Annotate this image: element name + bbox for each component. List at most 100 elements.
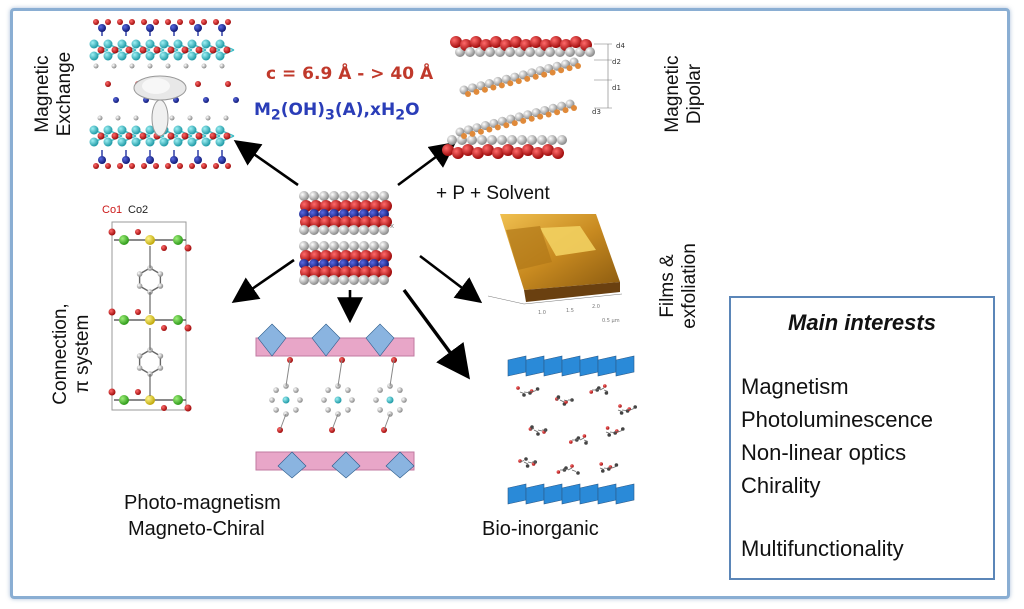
atom — [619, 411, 624, 415]
hydrogen-atom — [309, 275, 319, 285]
hydrogen-atom — [309, 241, 319, 251]
bond — [613, 431, 619, 433]
metal-atom — [117, 39, 127, 49]
bond — [579, 437, 585, 441]
hydrogen-atom — [165, 63, 171, 69]
oxygen-atom — [310, 266, 322, 278]
atom — [621, 427, 625, 431]
oxygen-atom — [380, 216, 392, 228]
bond — [595, 388, 601, 391]
atom — [604, 391, 609, 395]
carbon-atom — [503, 122, 510, 129]
oxygen-atom — [530, 36, 542, 48]
oxygen-atom — [360, 216, 372, 228]
bond — [563, 399, 569, 402]
hydrogen-atom — [299, 241, 309, 251]
carbon-atom — [397, 387, 403, 393]
metal-atom — [517, 135, 527, 145]
atom — [516, 386, 520, 390]
carbon-atom — [566, 65, 573, 72]
bond — [611, 466, 617, 469]
oxygen-atom — [370, 266, 382, 278]
hydrogen-atom — [369, 241, 379, 251]
label-magneto-chiral: Magneto-Chiral — [128, 518, 265, 540]
atom — [524, 457, 528, 461]
carbon-atom — [321, 397, 327, 403]
bond — [279, 413, 287, 431]
carbon-atom — [373, 397, 379, 403]
metal-atom — [117, 125, 127, 135]
oxygen-atom — [442, 144, 454, 156]
metal-atom — [557, 135, 567, 145]
bond — [607, 467, 613, 469]
oxygen-atom — [532, 147, 544, 159]
oxygen-atom — [97, 46, 105, 54]
cobalt-atom — [145, 315, 155, 325]
hydrogen-atom — [349, 191, 359, 201]
figure-frame — [10, 8, 1010, 599]
hydrogen-atom — [359, 275, 369, 285]
bond — [555, 398, 561, 401]
carbon-atom — [507, 80, 514, 87]
metal-atom — [145, 137, 155, 147]
carbon-atom — [157, 283, 164, 289]
hydrogen-atom — [187, 115, 193, 121]
atom — [633, 405, 637, 409]
atom — [627, 407, 631, 411]
hydrogen-atom — [111, 63, 117, 69]
oxygen-atom — [223, 46, 231, 54]
carbon-atom — [469, 130, 476, 137]
nitrogen-atom — [122, 24, 130, 32]
bond — [531, 390, 537, 393]
metal-atom — [465, 47, 475, 57]
metal-atom — [89, 51, 99, 61]
oxygen-atom — [320, 250, 332, 262]
oxygen-atom — [482, 144, 494, 156]
oxygen-atom — [380, 250, 392, 262]
carbon-atom — [157, 365, 164, 371]
oxygen-atom — [184, 244, 192, 252]
polyhedron — [257, 323, 287, 357]
metal-atom — [131, 39, 141, 49]
bond — [603, 389, 609, 392]
atom — [569, 440, 573, 444]
atom — [605, 426, 610, 430]
hydrogen-atom — [359, 191, 369, 201]
oxygen-atom — [542, 144, 554, 156]
metal-atom — [545, 47, 555, 57]
atom — [584, 441, 588, 445]
hydrogen-atom — [97, 115, 103, 121]
carbon-atom — [345, 387, 351, 393]
label-magnetic-exchange: Magnetic Exchange — [32, 51, 75, 137]
label-co1: Co1 — [102, 204, 123, 216]
svg-text:d2: d2 — [612, 58, 621, 66]
arrows — [231, 140, 483, 380]
metal-atom — [215, 39, 225, 49]
oxygen-atom — [350, 216, 362, 228]
polyhedron — [579, 483, 599, 505]
hydrogen-atom — [329, 225, 339, 235]
oxygen-atom — [340, 200, 352, 212]
oxygen-atom — [320, 216, 332, 228]
hydrogen-atom — [93, 63, 99, 69]
carbon-atom — [293, 387, 299, 393]
atom — [529, 389, 534, 393]
oxygen-atom — [181, 132, 189, 140]
svg-text:d4: d4 — [616, 42, 625, 50]
metal-atom — [173, 137, 183, 147]
carbon-atom — [532, 73, 539, 80]
metal-atom — [386, 396, 394, 404]
metal-atom — [173, 125, 183, 135]
polyhedron — [331, 451, 361, 479]
nitrogen-atom — [113, 97, 119, 103]
oxygen-atom — [161, 245, 167, 251]
metal-atom — [103, 51, 113, 61]
metal-atom — [89, 137, 99, 147]
atom — [614, 463, 619, 467]
cobalt-atom — [119, 315, 129, 325]
svg-text:1.0: 1.0 — [538, 310, 546, 316]
oxygen-atom — [470, 36, 482, 48]
metal-atom — [215, 125, 225, 135]
carbon-atom — [575, 63, 581, 69]
hydrogen-atom — [309, 191, 319, 201]
